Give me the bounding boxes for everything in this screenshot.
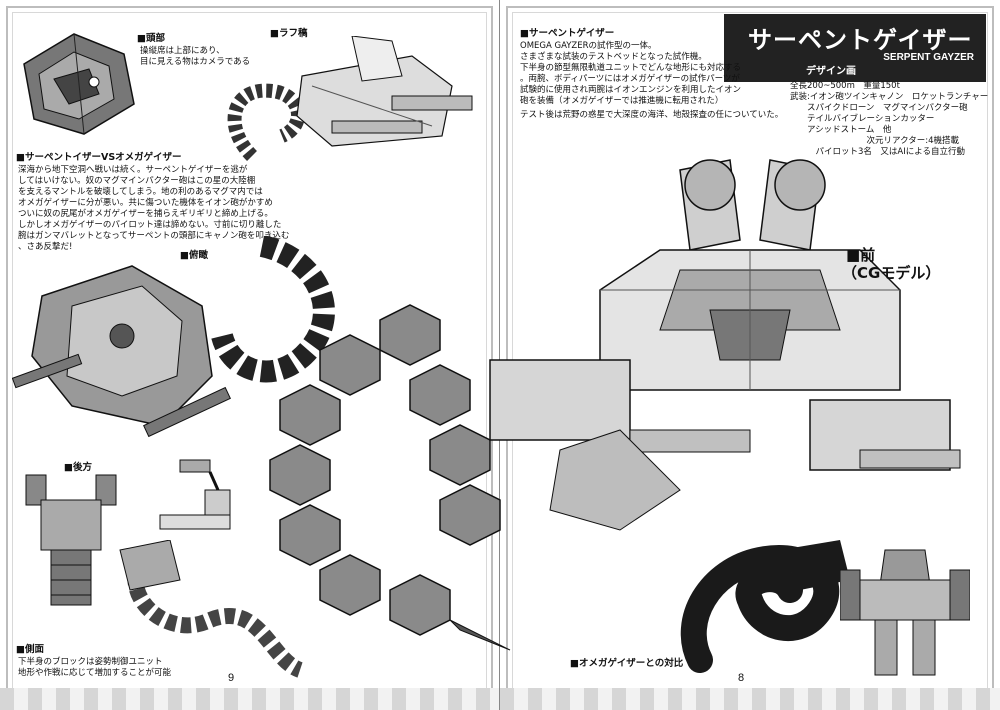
intro-section-line: OMEGA GAYZERの試作型の一体。 [520,41,657,51]
front-label: ■前 [846,246,876,264]
bottom-band [500,688,1000,710]
title-block: サーペントゲイザー SERPENT GAYZER [724,14,986,82]
arm-illustration [159,459,231,530]
page-number: 8 [738,672,745,684]
spec-line: 全長200~500m 重量150t [790,81,900,91]
tail-illustration [269,304,511,651]
birdseye-illustration [12,236,335,438]
intro-section-note: テスト後は荒野の惑星で大深度の海洋、地殻探査の任についていた。 [520,110,784,120]
intro-section-line: 。両腕、ボディパーツにはオメガゲイザーの試作パーツが [520,74,740,84]
rear-illustration [25,474,117,606]
bottom-band [0,688,499,710]
vs-section-line: しかしオメガゲイザーのパイロット達は諦めない。寸前に切り離した [18,220,282,230]
spec-line: テイルバイブレーションカッター [790,114,935,124]
head-section-line: 操縦席は上部にあり、 [140,46,225,56]
rough-sketch-illustration [227,36,473,161]
intro-section-line: さまざまな試装のテストベッドとなった試作機。 [520,52,707,62]
vs-section-title: ■サーペントイザーVSオメガゲイザー [16,152,182,163]
head-section-title: ■頭部 [137,33,165,44]
spec-line: 武装:イオン砲ツインキャノン ロケットランチャー [790,92,989,102]
design-label: デザイン画 [806,66,856,77]
intro-section-title: ■サーペントゲイザー [520,28,615,39]
rough-section-title: ■ラフ稿 [270,28,308,39]
side-section-line: 下半身のブロックは姿勢制御ユニット [18,657,163,667]
page-title-english: SERPENT GAYZER [883,52,974,63]
spec-line: 次元リアクター:4機搭載 [790,136,960,146]
compare-label: ■オメガゲイザーとの対比 [570,658,684,669]
vs-section-line: を支えるマントルを破壊してしまう。地の利のあるマグマ内では [18,187,263,197]
cg-model-illustration [489,159,961,531]
vs-section-line: ついに奴の尻尾がオメガゲイザーを捕らえギリギリと締め上げる。 [18,209,273,219]
front-label-sub: （CGモデル） [842,264,941,282]
spec-line: アシッドストーム 他 [790,125,892,135]
serpent-silhouette [680,540,850,673]
intro-section-line: 下半身の節型無限軌道ユニットでどんな地形にも対応する [520,63,742,73]
side-section-line: 地形や作戦に応じて増加することが可能 [18,668,172,678]
intro-section-line: 砲を装備（オメガゲイザーでは推進機に転用された） [520,96,724,106]
omega-gayzer-illustration [840,549,970,676]
spec-line: パイロット3名 又はAIによる自立行動 [790,147,965,157]
rear-section-title: ■後方 [64,462,92,473]
page-title: サーペントゲイザー [748,26,973,54]
page-number: 9 [228,672,235,684]
vs-section-line: 深海から地下空洞へ戦いは続く。サーペントゲイザーを逃が [18,165,248,175]
side-illustration [119,540,304,678]
vs-section-line: 、さあ反撃だ! [18,242,73,252]
vs-section-line: してはいけない。奴のマグマインパクター砲はこの星の大陸棚 [18,176,256,186]
right-page [500,0,1000,710]
vs-section-line: 腕はガンマバレットとなってサーペントの頭部にキャノン砲を叩き込む [18,231,290,241]
side-section-title: ■側面 [16,644,44,655]
head-section-line: 目に見える物はカメラである [140,57,251,67]
birdseye-section-title: ■俯瞰 [180,250,208,261]
intro-section-line: 試験的に使用され両腕はイオンエンジンを利用したイオン [520,85,742,95]
vs-section-line: オメガゲイザーに分が悪い。共に傷ついた機体をイオン砲がかすめ [18,198,273,208]
spec-line: スパイクドローン マグマインパクター砲 [790,103,968,113]
left-page: ■頭部 操縦席は上部にあり、 目に見える物はカメラである ■ラフ稿 ■サーペント… [0,0,500,710]
head-illustration [23,33,135,135]
